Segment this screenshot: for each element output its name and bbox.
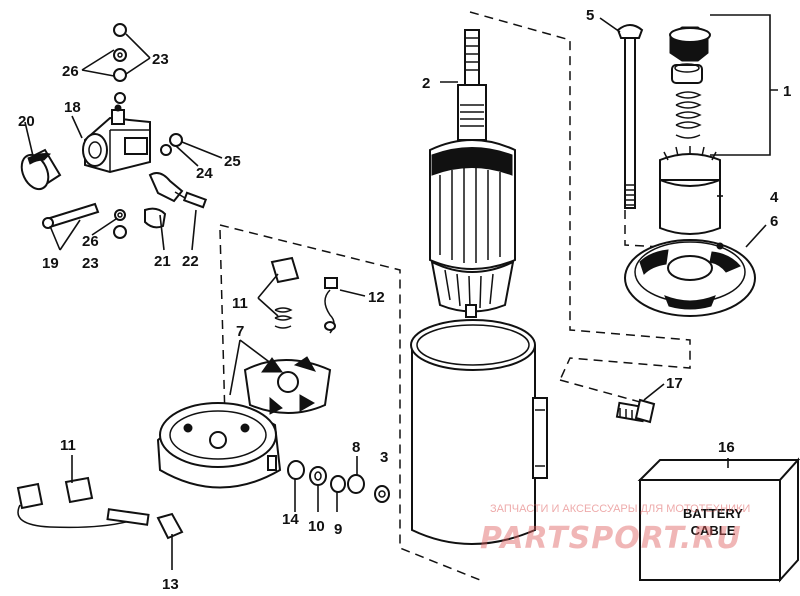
callout-17: 17 [666,375,683,392]
watermark-logo: PARTSPORT.RU [480,521,742,556]
callout-21: 21 [154,253,171,270]
callout-12: 12 [368,289,385,306]
brushes-11-bottom [16,476,184,540]
callout-23-bottom: 23 [82,255,99,272]
commutator-end-head [156,402,282,489]
callout-20: 20 [18,113,35,130]
studs-19-nuts-23-26 [42,202,127,239]
callout-10: 10 [308,518,325,535]
callout-23-top: 23 [152,51,169,68]
callout-9: 9 [334,521,342,538]
callout-13: 13 [162,576,179,593]
battery-cable-box: BATTERY CABLE [637,457,800,583]
callout-4: 4 [770,189,779,206]
armature [429,29,516,318]
watermark: ЗАПЧАСТИ И АКСЕССУАРЫ ДЛЯ МОТОТЕХНИКИ PA… [480,503,750,556]
brush-and-spring-11-top [270,256,300,329]
callout-18: 18 [64,99,81,116]
callout-5: 5 [586,7,594,24]
callout-24: 24 [196,165,213,182]
callout-19: 19 [42,255,59,272]
field-frame-housing [410,319,548,545]
battery-label: BATTERY [683,506,743,521]
callout-26-bottom: 26 [82,233,99,250]
callout-11-top: 11 [232,295,248,312]
callout-22: 22 [182,253,199,270]
callout-14: 14 [282,511,299,528]
nuts-24-25 [160,133,183,156]
nuts-23-26-top [113,23,127,104]
callout-6: 6 [770,213,778,230]
solenoid-assembly [82,104,151,174]
bracket-21-bolt-22 [144,172,208,229]
callout-1: 1 [783,83,791,100]
callout-11-bottom: 11 [60,437,76,454]
washers-and-nuts [287,460,390,503]
callout-16: 16 [718,439,735,456]
callout-7: 7 [236,323,244,340]
callout-numbers: 1 2 3 4 5 6 7 8 9 10 11 11 12 13 14 16 1… [18,7,791,593]
bolt-17 [615,398,656,424]
through-bolt [616,24,644,209]
callout-8: 8 [352,439,360,456]
callout-25: 25 [224,153,241,170]
cover-cap-20 [20,148,62,191]
drive-assembly [659,26,721,235]
brush-holder-plate [243,356,332,415]
callout-26-top: 26 [62,63,79,80]
callout-2: 2 [422,75,430,92]
callout-3: 3 [380,449,388,466]
cable-label: CABLE [691,523,736,538]
leader-lines [24,14,778,570]
watermark-tagline: ЗАПЧАСТИ И АКСЕССУАРЫ ДЛЯ МОТОТЕХНИКИ [490,503,750,515]
lead-screw-12 [324,277,338,334]
drive-end-cap [624,239,756,317]
